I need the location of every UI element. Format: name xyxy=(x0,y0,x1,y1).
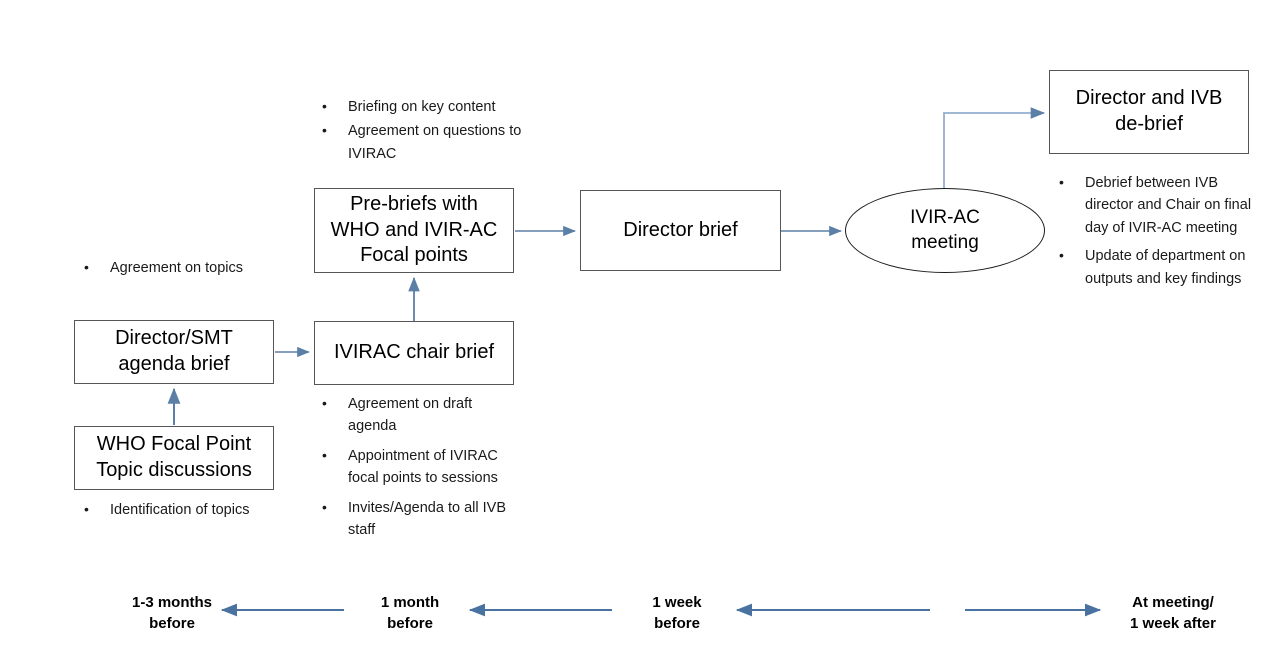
node-ivirac-chair[interactable]: IVIRAC chair brief xyxy=(314,321,514,385)
timeline-label-3: 1 week before xyxy=(652,594,702,633)
bullet-icon: • xyxy=(322,446,327,463)
bullet-icon: • xyxy=(322,98,327,114)
note-item: • Appointment of IVIRAC focal points to … xyxy=(318,445,518,490)
notes-debrief: • Debrief between IVB director and Chair… xyxy=(1055,172,1255,292)
node-who-focal-point[interactable]: WHO Focal Point Topic discussions xyxy=(74,426,274,490)
timeline-label-2: 1 month before xyxy=(380,594,440,633)
node-ivirac-meeting[interactable]: IVIR-AC meeting xyxy=(845,188,1045,273)
arrow-ivirac-meeting-to-debrief xyxy=(943,107,1046,190)
note-text: Update of department on outputs and key … xyxy=(1085,248,1246,287)
node-director-smt[interactable]: Director/SMT agenda brief xyxy=(74,320,274,384)
note-text: Agreement on questions to IVIRAC xyxy=(348,123,522,162)
note-item: • Update of department on outputs and ke… xyxy=(1055,245,1255,290)
note-text: Agreement on draft agenda xyxy=(348,396,473,435)
note-item: • Debrief between IVB director and Chair… xyxy=(1055,172,1255,239)
note-item: • Identification of topics xyxy=(80,499,280,521)
note-text: Appointment of IVIRAC focal points to se… xyxy=(348,447,498,487)
bullet-icon: • xyxy=(1059,174,1064,190)
notes-who-focal-point: • Identification of topics xyxy=(80,499,280,523)
notes-director-smt: • Agreement on topics xyxy=(80,257,280,281)
node-director-ivb-debrief[interactable]: Director and IVB de-brief xyxy=(1049,70,1249,154)
timeline-label-1: 1-3 months before xyxy=(131,594,212,633)
node-director-brief[interactable]: Director brief xyxy=(580,190,781,271)
note-item: • Invites/Agenda to all IVB staff xyxy=(318,497,518,542)
note-text: Debrief between IVB director and Chair o… xyxy=(1085,175,1252,236)
bullet-icon: • xyxy=(84,259,89,275)
note-text: Identification of topics xyxy=(110,502,250,518)
bullet-icon: • xyxy=(322,395,327,411)
note-item: • Agreement on draft agenda xyxy=(318,393,518,438)
bullet-icon: • xyxy=(1059,247,1064,264)
notes-ivirac-chair: • Agreement on draft agenda • Appointmen… xyxy=(318,393,518,544)
note-text: Agreement on topics xyxy=(110,260,243,276)
note-item: • Agreement on questions to IVIRAC xyxy=(318,120,528,165)
note-item: • Agreement on topics xyxy=(80,257,280,279)
node-pre-briefs[interactable]: Pre-briefs with WHO and IVIR-AC Focal po… xyxy=(314,188,514,273)
notes-pre-briefs: • Briefing on key content • Agreement on… xyxy=(318,96,528,167)
bullet-icon: • xyxy=(322,122,327,139)
note-text: Invites/Agenda to all IVB staff xyxy=(348,499,506,539)
note-text: Briefing on key content xyxy=(348,99,496,115)
bullet-icon: • xyxy=(84,501,89,517)
timeline-label-4: At meeting/ 1 week after xyxy=(1130,594,1216,633)
note-item: • Briefing on key content xyxy=(318,96,528,118)
bullet-icon: • xyxy=(322,498,327,515)
